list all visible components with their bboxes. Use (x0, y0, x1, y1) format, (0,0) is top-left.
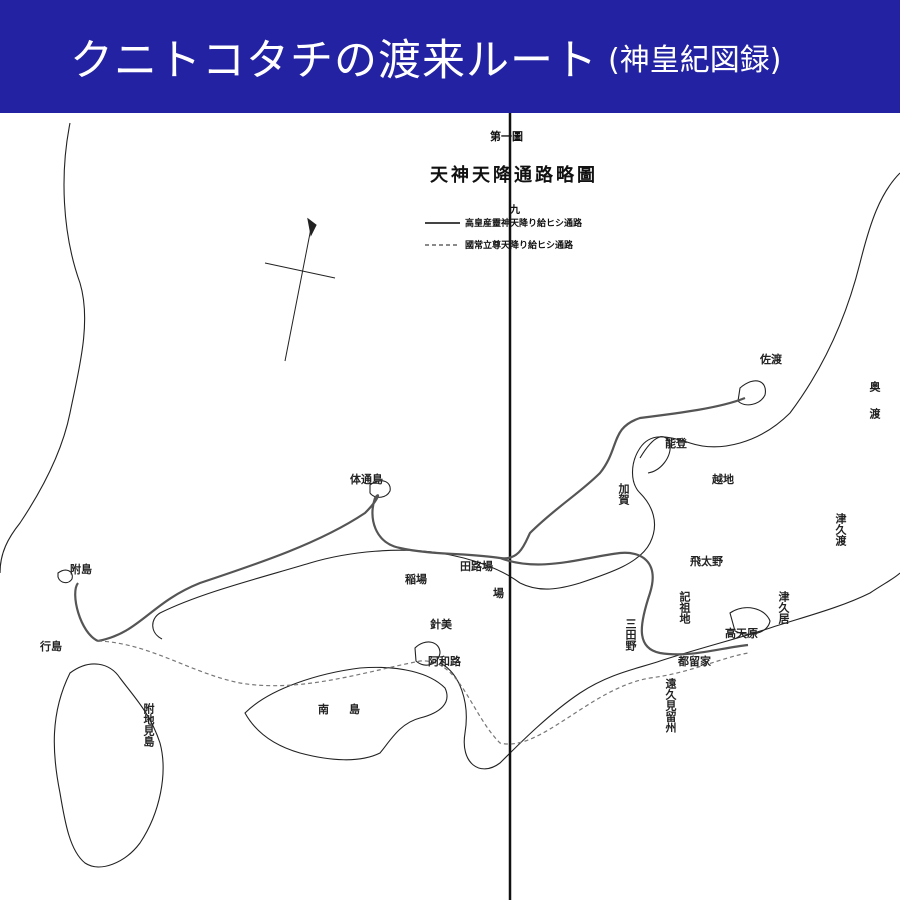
scale-note: 九 (510, 205, 520, 216)
label-field: 場 (493, 587, 504, 600)
label-yuki: 行島 (40, 640, 62, 653)
coast-honshu-north (519, 172, 900, 590)
label-fuzoku: 附島 (70, 563, 92, 576)
label-watari: 渡 (868, 408, 881, 419)
label-kiso: 記祖地 (678, 591, 691, 624)
island-kyushu (53, 663, 164, 868)
map-title: 天神天降通路略圖 (430, 165, 598, 186)
island-shikoku (244, 666, 448, 761)
island-awaji (414, 641, 441, 666)
label-awaji: 阿和路 (428, 655, 461, 668)
coast-noto (639, 436, 671, 474)
island-iki (57, 569, 73, 584)
banner-title: クニトコタチの渡来ルート (70, 35, 598, 86)
label-noto: 能登 (665, 437, 687, 450)
title-banner: クニトコタチの渡来ルート (神皇紀図録) (0, 0, 900, 113)
compass-vertical (284, 222, 313, 362)
label-koshi: 越地 (712, 473, 734, 486)
label-oku: 奥 (868, 381, 881, 392)
label-fuchiken: 附地見島 (142, 703, 155, 747)
banner-subtitle: (神皇紀図録) (608, 42, 782, 78)
label-tokyu: 遠久見留州 (664, 678, 677, 733)
label-takamagahara: 高天原 (725, 627, 758, 640)
legend-dashed-text: 國常立尊天降り給ヒシ通路 (465, 241, 574, 251)
compass-horizontal (264, 262, 336, 279)
label-tsurumi: 都留家 (678, 655, 711, 668)
legend-solid-text: 高皇産靈神天降り給ヒシ通路 (465, 219, 583, 229)
map-area: 第一圖 天神天降通路略圖 九 高皇産靈神天降り給ヒシ通路 國常立尊天降り給ヒシ通… (0, 113, 900, 900)
label-tsukuwatari: 津久渡 (834, 513, 847, 546)
coast-honshu-west (152, 549, 521, 640)
map-drawing (0, 113, 900, 900)
label-hida: 飛太野 (690, 555, 723, 568)
label-tsushima: 体通島 (350, 473, 383, 486)
label-tsukui: 津久居 (777, 591, 790, 624)
label-hari: 針美 (430, 618, 452, 631)
compass-arrow (307, 217, 317, 237)
label-sado: 佐渡 (760, 353, 782, 366)
label-mitano: 三田野 (624, 618, 637, 651)
route-dashed (97, 640, 749, 745)
coast-kii (439, 572, 900, 770)
coast-korea (0, 122, 86, 574)
label-nanto: 南島 (318, 703, 380, 716)
plate-label: 第一圖 (490, 130, 523, 143)
label-tatsuro: 田路場 (460, 560, 493, 573)
label-kaga: 加賀 (617, 483, 630, 505)
island-sado (737, 380, 766, 406)
route-solid (74, 396, 749, 656)
coast-boso (729, 607, 771, 635)
label-inaba: 稲場 (405, 573, 427, 586)
island-oki (369, 480, 391, 498)
